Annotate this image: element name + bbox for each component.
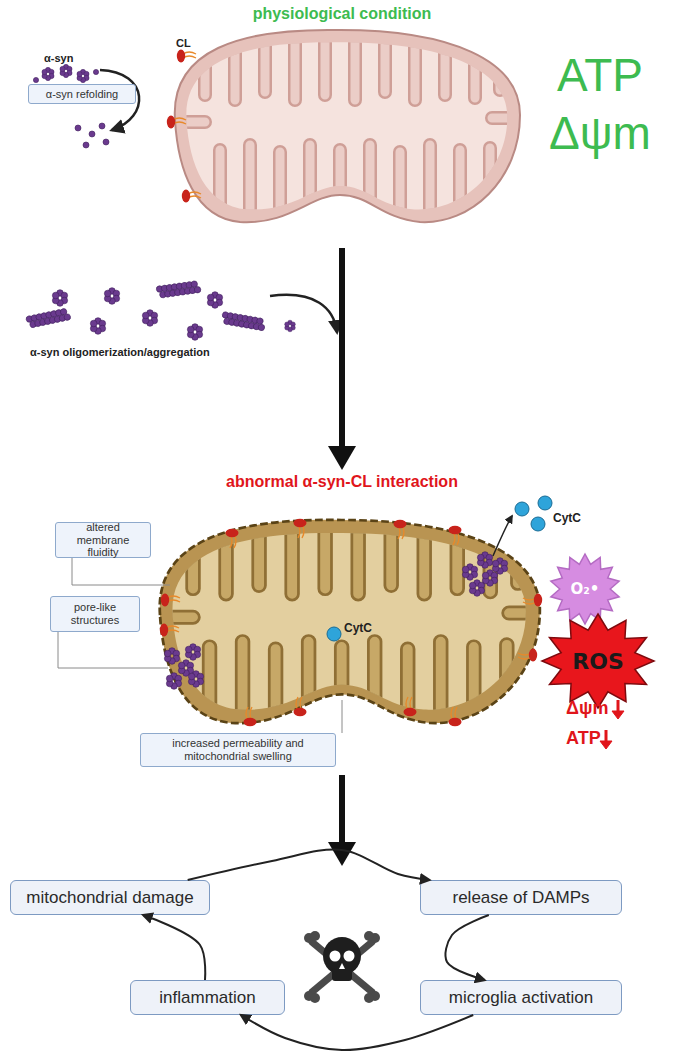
cardiolipin: [177, 50, 196, 63]
damaged-mitochondrion: [143, 509, 556, 736]
skull-symbol: [304, 931, 380, 1003]
status-label: Δψm: [549, 110, 651, 156]
cycle-arrow: [445, 915, 488, 980]
node-text: mitochondrial damage: [26, 888, 193, 908]
callout-box: altered membrane fluidity: [55, 522, 151, 558]
part-label: CytC: [344, 622, 372, 634]
cardiolipin-set: [160, 519, 542, 726]
process-box: inflammation: [130, 980, 285, 1015]
cardiolipin: [167, 116, 186, 129]
alpha-syn-cluster: [33, 64, 98, 82]
pore-cluster: [164, 552, 507, 690]
node-text: release of DAMPs: [453, 888, 590, 908]
process-box: microglia activation: [420, 980, 622, 1015]
callout-box: increased permeability and mitochondrial…: [140, 733, 336, 767]
node-text: altered membrane fluidity: [60, 521, 146, 559]
process-box: release of DAMPs: [420, 880, 622, 915]
node-text: O₂•: [571, 580, 600, 598]
aggregation-arrow: [270, 295, 337, 332]
part-label: CytC: [553, 512, 581, 524]
cycle-arrow: [143, 915, 205, 980]
status-label: ATP: [557, 52, 643, 98]
section-heading: physiological condition: [253, 6, 432, 22]
node-text: α-syn refolding: [46, 88, 118, 101]
cycle-arrow: [188, 850, 430, 880]
cycle-arrow: [241, 1015, 473, 1050]
status-label: Δψm: [566, 699, 609, 717]
status-label: ATP: [566, 729, 601, 747]
callout-box: α-syn refolding: [28, 84, 136, 104]
node-text: pore-like structures: [55, 601, 135, 626]
callout-box: pore-like structures: [50, 596, 140, 632]
section-heading: abnormal α-syn-CL interaction: [226, 474, 458, 490]
monomer-dots: [75, 123, 109, 148]
cytc-molecule: [327, 496, 552, 641]
alpha-syn-aggregates: [26, 280, 296, 340]
node-text: microglia activation: [449, 988, 594, 1008]
node-text: increased permeability and mitochondrial…: [145, 737, 331, 762]
leader-line: [58, 558, 342, 733]
part-label: α-syn oligomerization/aggregation: [30, 347, 210, 358]
healthy-mitochondrion: [160, 20, 535, 235]
release-arrow: [493, 516, 512, 556]
burst-shape: [542, 614, 654, 708]
process-box: mitochondrial damage: [10, 880, 210, 915]
burst-shape: [551, 554, 619, 624]
part-label: CL: [176, 38, 191, 49]
node-text: inflammation: [159, 988, 255, 1008]
big-arrow: [328, 775, 356, 866]
big-arrow: [328, 248, 356, 470]
node-text: ROS: [572, 649, 624, 674]
superoxide-burst: O₂•: [548, 552, 622, 626]
cristae: [160, 20, 535, 235]
part-label: α-syn: [44, 53, 73, 64]
cardiolipin: [182, 190, 201, 203]
ros-burst: ROS: [540, 612, 656, 710]
